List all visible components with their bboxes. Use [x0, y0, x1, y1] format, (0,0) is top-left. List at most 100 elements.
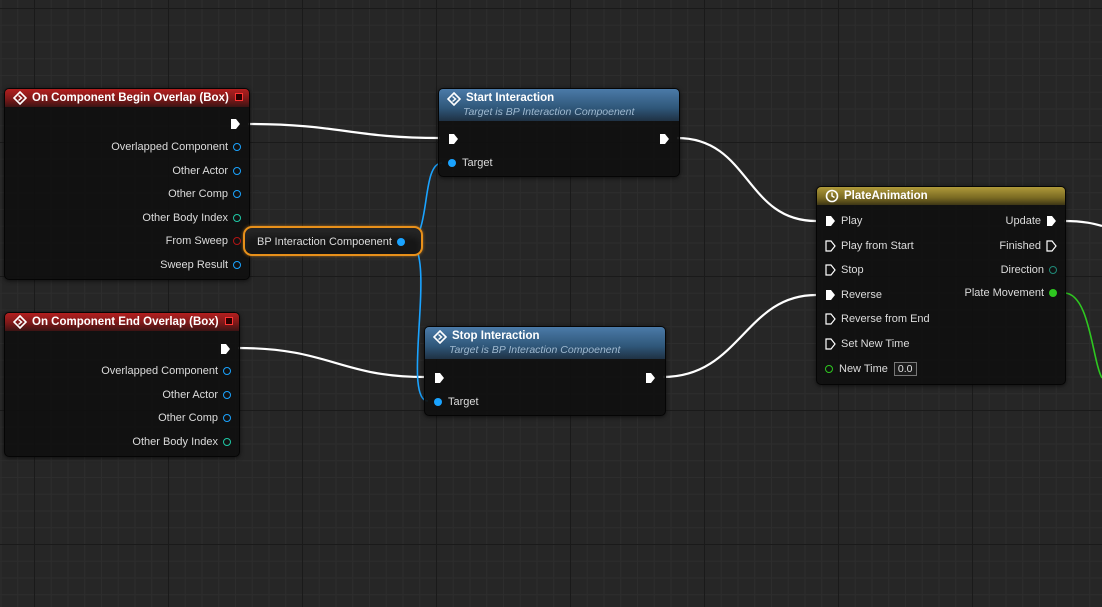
pin-label: Set New Time [841, 338, 910, 350]
exec-pin-icon[interactable] [825, 240, 836, 252]
pin-from-sweep[interactable]: From Sweep [166, 233, 241, 249]
exec-pin-icon[interactable] [825, 264, 836, 276]
float-pin-icon[interactable] [825, 365, 833, 373]
exec-pin-icon[interactable] [825, 215, 836, 227]
pin-plate-movement[interactable]: Plate Movement [965, 285, 1057, 301]
pin-set-new-time[interactable]: Set New Time [825, 336, 909, 352]
event-close-icon[interactable] [235, 93, 243, 101]
object-pin-icon[interactable] [233, 167, 241, 175]
pin-reverse[interactable]: Reverse [825, 287, 882, 303]
pin-other-actor[interactable]: Other Actor [162, 387, 231, 403]
event-close-icon[interactable] [225, 317, 233, 325]
start-interaction-exec-in[interactable] [448, 131, 459, 147]
exec-wire-end-to-stop [237, 346, 426, 379]
pin-label: Other Comp [158, 412, 218, 424]
pin-label: Target [448, 396, 479, 408]
stop-interaction-exec-in[interactable] [434, 370, 445, 386]
exec-pin-icon[interactable] [659, 133, 670, 145]
start-interaction-header[interactable]: Start Interaction Target is BP Interacti… [439, 89, 679, 121]
object-pin-icon[interactable] [223, 367, 231, 375]
pin-reverse-from-end[interactable]: Reverse from End [825, 311, 930, 327]
stop-interaction-exec-out[interactable] [645, 370, 656, 386]
pin-other-actor[interactable]: Other Actor [172, 163, 241, 179]
variable-output-pin[interactable]: BP Interaction Compoenent [257, 234, 405, 250]
struct-pin-icon[interactable] [233, 261, 241, 269]
pin-other-body-index[interactable]: Other Body Index [132, 434, 231, 450]
pin-other-comp[interactable]: Other Comp [158, 410, 231, 426]
object-pin-icon[interactable] [233, 190, 241, 198]
integer-pin-icon[interactable] [223, 438, 231, 446]
plate-animation-header[interactable]: PlateAnimation [817, 187, 1065, 205]
object-pin-icon[interactable] [434, 398, 442, 406]
stop-interaction-target-pin[interactable]: Target [434, 394, 479, 410]
start-interaction-exec-out[interactable] [659, 131, 670, 147]
object-pin-icon[interactable] [448, 159, 456, 167]
exec-pin-icon[interactable] [825, 289, 836, 301]
stop-interaction-subtitle: Target is BP Interaction Compoenent [449, 344, 621, 356]
float-wire-plate-movement [1063, 292, 1102, 379]
begin-overlap-exec-out[interactable] [230, 116, 241, 132]
end-overlap-header[interactable]: On Component End Overlap (Box) [5, 313, 239, 331]
pin-label: Other Actor [162, 389, 218, 401]
object-pin-icon[interactable] [223, 391, 231, 399]
variable-getter-node[interactable]: BP Interaction Compoenent [243, 226, 423, 256]
pin-other-comp[interactable]: Other Comp [168, 186, 241, 202]
function-icon [447, 92, 461, 106]
boolean-pin-icon[interactable] [233, 237, 241, 245]
event-node-end-overlap[interactable]: On Component End Overlap (Box) Overlappe… [4, 312, 240, 457]
pin-direction[interactable]: Direction [1001, 262, 1057, 278]
pin-label: Other Actor [172, 165, 228, 177]
clock-icon [825, 189, 839, 203]
pin-label: Direction [1000, 264, 1044, 276]
exec-pin-icon[interactable] [1046, 240, 1057, 252]
pin-stop[interactable]: Stop [825, 262, 864, 278]
function-node-stop-interaction[interactable]: Stop Interaction Target is BP Interactio… [424, 326, 666, 416]
pin-label: Overlapped Component [101, 365, 218, 377]
event-node-begin-overlap[interactable]: On Component Begin Overlap (Box) Overlap… [4, 88, 250, 280]
integer-pin-icon[interactable] [233, 214, 241, 222]
timeline-node-plate-animation[interactable]: PlateAnimation Play Play from Start Stop… [816, 186, 1066, 385]
pin-sweep-result[interactable]: Sweep Result [160, 257, 241, 273]
exec-pin-icon[interactable] [825, 313, 836, 325]
pin-play[interactable]: Play [825, 213, 862, 229]
pin-finished[interactable]: Finished [999, 238, 1057, 254]
pin-label: Other Comp [168, 188, 228, 200]
exec-pin-icon[interactable] [220, 343, 231, 355]
enum-pin-icon[interactable] [1049, 266, 1057, 274]
pin-label: Sweep Result [160, 259, 228, 271]
exec-pin-icon[interactable] [230, 118, 241, 130]
exec-pin-icon[interactable] [434, 372, 445, 384]
begin-overlap-header[interactable]: On Component Begin Overlap (Box) [5, 89, 249, 107]
new-time-input[interactable]: 0.0 [893, 362, 917, 376]
function-node-start-interaction[interactable]: Start Interaction Target is BP Interacti… [438, 88, 680, 177]
object-pin-icon[interactable] [396, 238, 405, 246]
pin-update[interactable]: Update [1006, 213, 1057, 229]
stop-interaction-title: Stop Interaction [452, 330, 540, 342]
pin-play-from-start[interactable]: Play from Start [825, 238, 914, 254]
start-interaction-title: Start Interaction [466, 92, 555, 104]
end-overlap-title: On Component End Overlap (Box) [32, 316, 219, 328]
exec-wire-begin-to-start [247, 122, 441, 140]
pin-overlapped-component[interactable]: Overlapped Component [101, 363, 231, 379]
object-pin-icon[interactable] [233, 143, 241, 151]
float-pin-icon[interactable] [1049, 289, 1057, 297]
variable-label: BP Interaction Compoenent [257, 236, 392, 248]
pin-label: Play from Start [841, 240, 914, 252]
exec-pin-icon[interactable] [448, 133, 459, 145]
exec-pin-icon[interactable] [825, 338, 836, 350]
start-interaction-target-pin[interactable]: Target [448, 155, 493, 171]
exec-pin-icon[interactable] [1046, 215, 1057, 227]
pin-other-body-index[interactable]: Other Body Index [142, 210, 241, 226]
stop-interaction-header[interactable]: Stop Interaction Target is BP Interactio… [425, 327, 665, 359]
exec-pin-icon[interactable] [645, 372, 656, 384]
event-diamond-icon [13, 91, 27, 105]
pin-label: Reverse from End [841, 313, 930, 325]
begin-overlap-title: On Component Begin Overlap (Box) [32, 92, 229, 104]
pin-overlapped-component[interactable]: Overlapped Component [111, 139, 241, 155]
start-interaction-subtitle: Target is BP Interaction Compoenent [463, 106, 635, 118]
pin-label: Target [462, 157, 493, 169]
function-icon [433, 330, 447, 344]
object-pin-icon[interactable] [223, 414, 231, 422]
end-overlap-exec-out[interactable] [220, 341, 231, 357]
